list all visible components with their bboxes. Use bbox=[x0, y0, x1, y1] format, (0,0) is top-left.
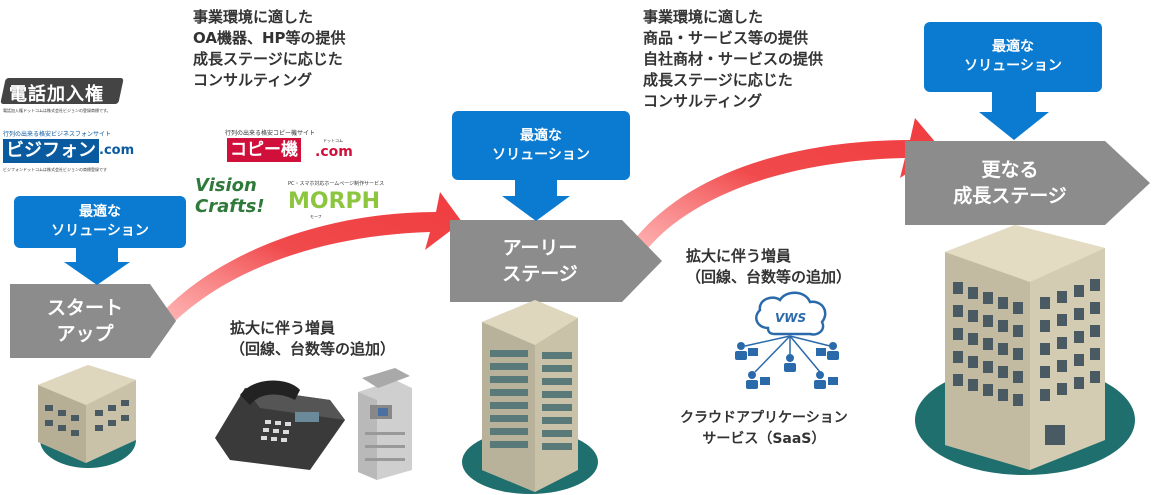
bizphone-tagline: 行列の出来る格安ビジネスフォンサイト bbox=[3, 131, 112, 138]
text-line: 拡大に伴う増員 bbox=[686, 247, 792, 265]
expand-text-left: 拡大に伴う増員 （回線、台数等の追加） bbox=[230, 318, 395, 360]
building-small-icon bbox=[38, 365, 136, 468]
text-line: 自社商材・サービスの提供 bbox=[643, 50, 824, 68]
stage-line-1: 更なる bbox=[981, 159, 1039, 181]
solution-box-further: 最適な ソリューション bbox=[924, 22, 1102, 92]
stage-label-startup: スタート アップ bbox=[10, 284, 160, 358]
stage-label-early: アーリー ステージ bbox=[450, 220, 630, 302]
stage-arrow-startup bbox=[10, 284, 176, 358]
copyki-logo: 行列の出来る格安コピー機サイト コピー機 ドットコム .com bbox=[225, 128, 365, 168]
bizphone-logo-text: ビジフォン bbox=[3, 139, 99, 163]
stage-arrow-early bbox=[450, 220, 662, 302]
denwa-logo-text: 電話加入権 bbox=[9, 84, 104, 105]
text-line: サービス（SaaS） bbox=[702, 431, 826, 447]
solution-line-2: ソリューション bbox=[964, 58, 1062, 74]
morph-logo-text: MORPH bbox=[288, 189, 381, 214]
expand-text-right: 拡大に伴う増員 （回線、台数等の追加） bbox=[686, 246, 851, 288]
stage-line-2: 成長ステージ bbox=[953, 185, 1067, 207]
text-line: コンサルティング bbox=[193, 71, 313, 89]
solution-line-1: 最適な bbox=[520, 127, 562, 144]
morph-kana: モーフ bbox=[310, 214, 322, 219]
copyki-dotcom: .com bbox=[315, 144, 353, 160]
text-line: 成長ステージに応じた bbox=[193, 50, 343, 68]
cloud-caption: クラウドアプリケーション サービス（SaaS） bbox=[680, 408, 848, 450]
text-line: 拡大に伴う増員 bbox=[230, 319, 336, 337]
vws-logo-text: VWS bbox=[775, 311, 806, 325]
text-line: 事業環境に適した bbox=[193, 8, 314, 26]
stage-line-2: アップ bbox=[56, 323, 114, 345]
text-line: コンサルティング bbox=[643, 92, 763, 110]
copier-icon bbox=[358, 368, 412, 480]
top-left-text-block: 事業環境に適した OA機器、HP等の提供 成長ステージに応じた コンサルティング bbox=[193, 7, 346, 91]
top-right-text-block: 事業環境に適した 商品・サービス等の提供 自社商材・サービスの提供 成長ステージ… bbox=[643, 7, 823, 112]
building-large-icon bbox=[915, 225, 1135, 475]
text-line: 事業環境に適した bbox=[643, 8, 764, 26]
bizphone-dotcom: .com bbox=[99, 143, 135, 158]
text-line: 商品・サービス等の提供 bbox=[643, 29, 809, 47]
vision-crafts-line1: Vision bbox=[195, 175, 257, 196]
telephone-icon bbox=[215, 380, 345, 470]
building-medium-icon bbox=[462, 300, 598, 494]
stage-line-2: ステージ bbox=[502, 263, 578, 285]
text-line: （回線、台数等の追加） bbox=[230, 340, 396, 358]
solution-box-early: 最適な ソリューション bbox=[452, 111, 630, 180]
morph-logo: PC・スマホ対応ホームページ制作サービス MORPH モーフ bbox=[288, 180, 388, 220]
text-line: OA機器、HP等の提供 bbox=[193, 29, 346, 47]
solution-line-1: 最適な bbox=[992, 39, 1034, 55]
down-arrow-3 bbox=[979, 92, 1049, 140]
copyki-tagline: 行列の出来る格安コピー機サイト bbox=[225, 130, 316, 137]
morph-tagline: PC・スマホ対応ホームページ制作サービス bbox=[288, 181, 385, 187]
denwa-kanyuken-logo: 電話加入権 電話加入権ドットコムは株式会社ビジョンの登録商標です。 bbox=[0, 78, 125, 118]
stage-line-1: スタート bbox=[46, 297, 123, 319]
vision-crafts-logo: Vision Crafts! bbox=[195, 176, 275, 224]
stage-label-further: 更なる 成長ステージ bbox=[905, 141, 1115, 225]
solution-line-1: 最適な bbox=[79, 204, 121, 220]
denwa-logo-subtext: 電話加入権ドットコムは株式会社ビジョンの登録商標です。 bbox=[3, 108, 111, 113]
cloud-network-icon: VWS bbox=[735, 291, 839, 389]
bizphone-logo: 行列の出来る格安ビジネスフォンサイト ビジフォン .com ビジフォンドットコム… bbox=[3, 129, 143, 175]
solution-line-2: ソリューション bbox=[51, 223, 149, 239]
text-line: （回線、台数等の追加） bbox=[686, 268, 852, 286]
growth-arrow-2 bbox=[628, 118, 942, 258]
copyki-logo-text: コピー機 bbox=[227, 138, 301, 162]
stage-line-1: アーリー bbox=[502, 237, 578, 259]
copyki-kana: ドットコム bbox=[323, 138, 343, 143]
solution-line-2: ソリューション bbox=[492, 146, 590, 163]
bizphone-subtext: ビジフォンドットコムは株式会社ビジョンの商標登録です bbox=[3, 167, 107, 172]
text-line: クラウドアプリケーション bbox=[680, 410, 848, 426]
vision-crafts-line2: Crafts! bbox=[195, 196, 265, 217]
down-arrow-1 bbox=[64, 248, 130, 285]
solution-box-startup: 最適な ソリューション bbox=[14, 196, 186, 248]
text-line: 成長ステージに応じた bbox=[643, 71, 793, 89]
down-arrow-2 bbox=[502, 180, 570, 221]
growth-arrow-1 bbox=[160, 192, 462, 328]
stage-arrow-further bbox=[905, 141, 1150, 225]
